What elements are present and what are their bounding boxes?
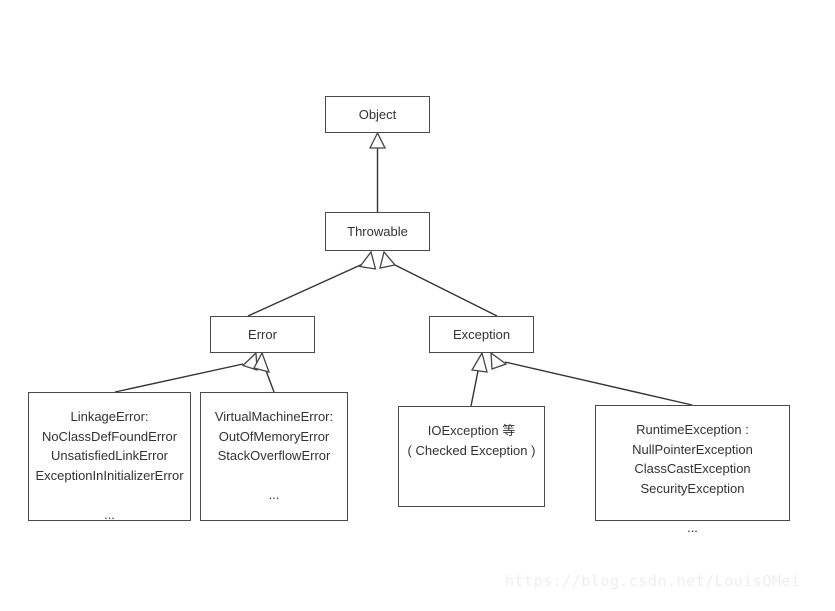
node-throwable-label: Throwable [347,224,408,239]
node-io-exception-label: IOException 等 ( Checked Exception ) [407,423,536,458]
edge-error-to-throwable [247,250,377,317]
node-runtime-exception[interactable]: RuntimeException : NullPointerException … [595,405,790,535]
node-object-label: Object [358,107,397,122]
node-runtime-exception-label: RuntimeException : NullPointerException … [632,422,753,535]
node-error-label: Error [248,327,277,342]
node-linkage-error-label: LinkageError: NoClassDefFoundError Unsat… [35,409,184,522]
node-linkage-error[interactable]: LinkageError: NoClassDefFoundError Unsat… [28,392,191,522]
edge-runtime-exception-to-exception [490,351,693,406]
edge-io-exception-to-exception [470,351,488,407]
node-object[interactable]: Object [325,96,430,133]
node-virtual-machine-error-label: VirtualMachineError: OutOfMemoryError St… [214,409,334,502]
edge-linkage-error-to-error [114,351,258,393]
node-virtual-machine-error[interactable]: VirtualMachineError: OutOfMemoryError St… [200,392,348,521]
edge-throwable-to-object [368,131,387,212]
watermark-url: https://blog.csdn.net/LouisQMei [505,572,801,590]
node-error[interactable]: Error [210,316,315,353]
edge-exception-to-throwable [379,250,498,317]
node-exception-label: Exception [452,327,511,342]
node-exception[interactable]: Exception [429,316,534,353]
node-throwable[interactable]: Throwable [325,212,430,251]
node-io-exception[interactable]: IOException 等 ( Checked Exception ) [398,406,545,507]
edge-virtual-machine-error-to-error [253,351,275,393]
